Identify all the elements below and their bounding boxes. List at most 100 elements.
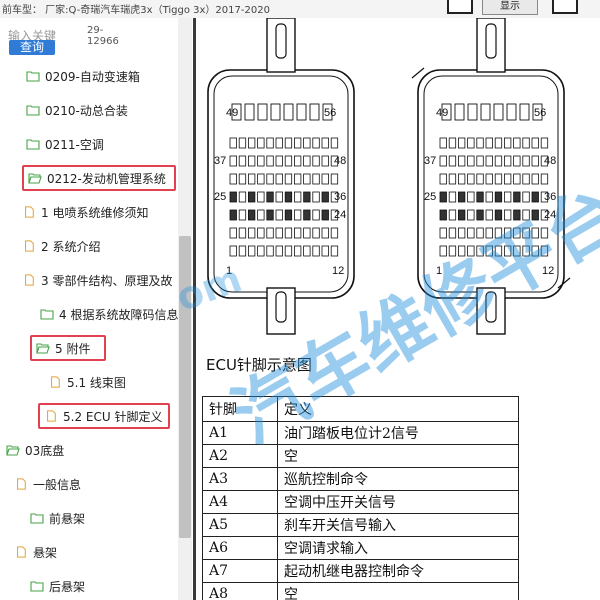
tree-item[interactable]: 5.2 ECU 针脚定义	[38, 403, 170, 429]
document-icon	[47, 410, 56, 422]
pin	[494, 173, 503, 185]
pin	[294, 245, 302, 257]
pin	[513, 209, 521, 221]
definition-cell: 起动机继电器控制命令	[277, 559, 519, 583]
pin	[485, 191, 493, 203]
pin	[457, 137, 466, 149]
table-header-row: 针脚 定义	[202, 396, 519, 422]
pin	[303, 209, 311, 221]
tree-item-label: 2 系统介绍	[41, 239, 101, 254]
pin-cell: A4	[202, 490, 278, 514]
folder-icon	[30, 513, 44, 524]
pin	[294, 155, 302, 167]
pin	[266, 137, 274, 149]
diagram-caption: ECU针脚示意图	[206, 356, 312, 374]
panel-divider[interactable]	[193, 18, 196, 600]
pin	[485, 227, 493, 239]
toolbar-icon-button-2[interactable]	[552, 0, 578, 14]
document-icon	[17, 546, 26, 558]
pin	[494, 191, 503, 203]
pin	[439, 209, 447, 221]
pin	[312, 245, 320, 257]
pin	[467, 155, 475, 167]
pin	[467, 173, 475, 185]
pin	[284, 245, 293, 257]
pin	[321, 137, 329, 149]
pin	[441, 103, 452, 121]
pin	[467, 245, 475, 257]
pin	[275, 173, 283, 185]
pin	[540, 245, 549, 257]
folder-icon	[26, 71, 40, 82]
tree-item[interactable]: 一般信息	[14, 473, 81, 495]
tree-item[interactable]: 前悬架	[30, 507, 85, 529]
tree-item[interactable]: 0209-自动变速箱	[26, 65, 140, 87]
tree-item[interactable]: 2 系统介绍	[22, 235, 100, 257]
pin	[522, 173, 530, 185]
pin	[257, 103, 268, 121]
tree-item[interactable]: 1 电喷系统维修须知	[22, 201, 148, 223]
tree-item[interactable]: 后悬架	[30, 575, 85, 597]
pin	[330, 155, 339, 167]
definition-cell: 巡航控制命令	[277, 467, 519, 491]
tree-item-label: 03底盘	[25, 443, 65, 458]
pin	[321, 209, 329, 221]
pin	[494, 137, 503, 149]
pin	[513, 191, 521, 203]
pin	[330, 227, 339, 239]
sidebar-scrollbar[interactable]	[178, 18, 192, 600]
tree-item[interactable]: 5.1 线束图	[48, 371, 126, 393]
query-button[interactable]: 查询	[9, 40, 55, 55]
range-start: 29-	[87, 25, 104, 36]
tree-item-label: 5.2 ECU 针脚定义	[63, 409, 163, 424]
pin	[238, 209, 247, 221]
pin	[476, 245, 484, 257]
definition-cell: 刹车开关信号输入	[277, 513, 519, 537]
display-button[interactable]: 显示	[482, 0, 538, 15]
pin-number-label: 37	[214, 155, 226, 167]
pin	[321, 245, 329, 257]
pin	[330, 191, 339, 203]
pin	[522, 227, 530, 239]
pin	[439, 245, 447, 257]
pin	[294, 227, 302, 239]
tree-item[interactable]: 0210-动总合装	[26, 99, 128, 121]
scrollbar-thumb[interactable]	[179, 236, 191, 538]
pin	[513, 173, 521, 185]
pin-number-label: 1	[226, 265, 232, 277]
pin	[238, 173, 247, 185]
pin-number-label: 48	[544, 155, 556, 167]
pin	[476, 137, 484, 149]
search-input[interactable]: 输入关键	[8, 29, 57, 43]
tree-item[interactable]: 5 附件	[30, 335, 106, 361]
latch-slot	[275, 23, 287, 59]
toolbar-icon-button[interactable]	[447, 0, 473, 14]
pin	[540, 209, 549, 221]
pin	[270, 103, 281, 121]
tree-item[interactable]: 03底盘	[6, 439, 64, 461]
tree-item[interactable]: 0211-空调	[26, 133, 104, 155]
tree-item[interactable]: 0212-发动机管理系统	[22, 165, 176, 191]
tree-item[interactable]: 3 零部件结构、原理及故	[22, 269, 172, 291]
tree-item[interactable]: 悬架	[14, 541, 57, 563]
pin	[275, 137, 283, 149]
folder-icon	[40, 309, 54, 320]
pin	[540, 155, 549, 167]
pin	[454, 103, 465, 121]
pin	[448, 227, 457, 239]
pin	[275, 245, 283, 257]
tree-item[interactable]: 4 根据系统故障码信息	[40, 303, 178, 325]
pin	[513, 227, 521, 239]
pin	[248, 173, 256, 185]
pin	[231, 103, 242, 121]
header-definition: 定义	[277, 396, 519, 422]
pin	[519, 103, 530, 121]
